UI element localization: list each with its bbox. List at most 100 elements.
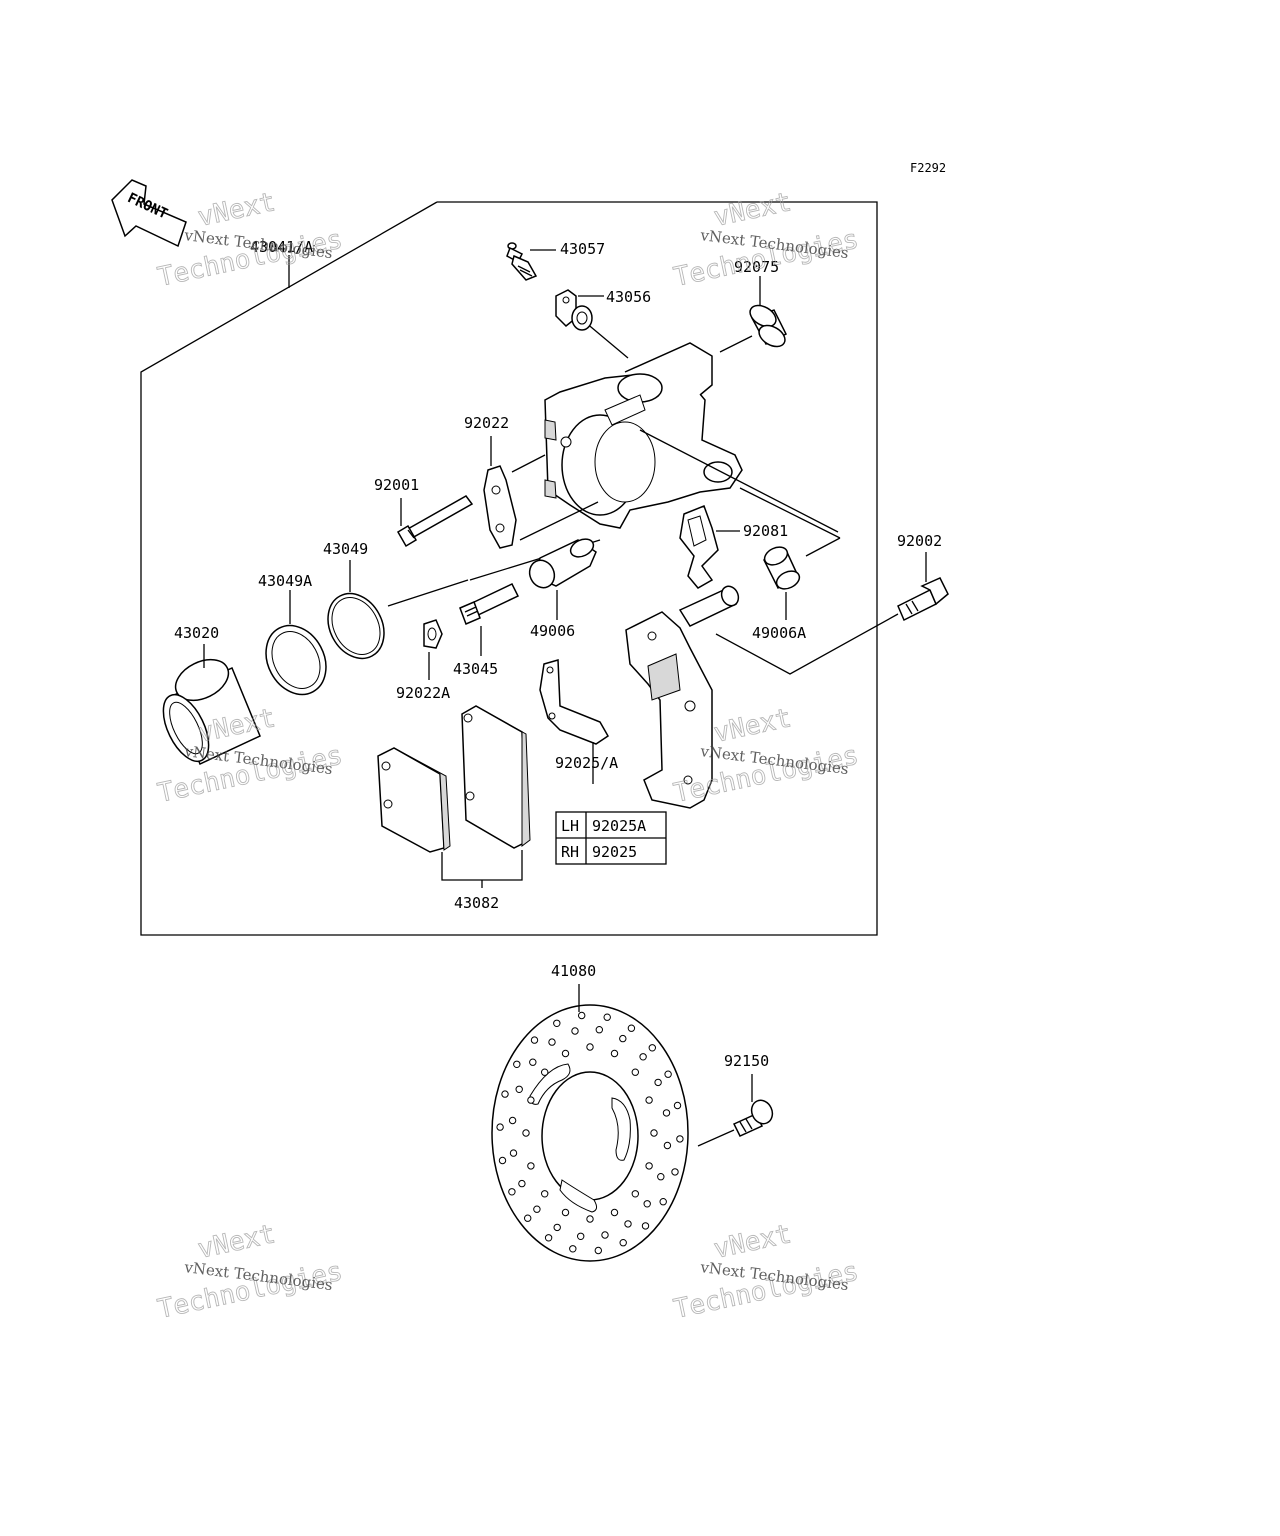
disc-hole	[645, 1162, 653, 1170]
disc-hole	[663, 1141, 672, 1150]
disc-hole	[645, 1096, 653, 1104]
disc-hole	[594, 1246, 602, 1255]
side-table-lh-part: 92025A	[592, 817, 646, 835]
svg-text:vNext: vNext	[195, 187, 278, 233]
leader-pads-bracket	[441, 850, 523, 881]
mount-bolt	[897, 577, 949, 622]
disc-hole	[601, 1231, 609, 1239]
bleed-cap	[555, 289, 593, 331]
side-table: LH 92025A RH 92025	[555, 811, 667, 865]
disc-hole	[641, 1222, 650, 1230]
disc-bolt	[732, 1099, 774, 1137]
piston	[162, 658, 261, 766]
disc-hole	[509, 1149, 518, 1157]
disc-hole	[643, 1200, 651, 1208]
disc-hole	[541, 1190, 549, 1198]
caliper-bracket	[625, 585, 740, 809]
disc-hole	[548, 1038, 556, 1046]
disc-hole	[610, 1049, 619, 1058]
clip	[423, 619, 443, 649]
label-anti-rattle-spring: 92081	[743, 522, 788, 540]
svg-text:vNext: vNext	[195, 1219, 278, 1265]
label-dust-seal: 43049A	[258, 572, 312, 590]
disc-hole	[631, 1068, 639, 1076]
disc-hole	[639, 1053, 647, 1061]
side-table-rh-part: 92025	[592, 843, 637, 861]
disc-hole	[586, 1043, 594, 1051]
brake-disc	[491, 1004, 689, 1262]
disc-hole	[522, 1129, 530, 1137]
boot-top	[749, 304, 788, 348]
disc-hole	[501, 1090, 509, 1098]
disc-hole	[595, 1026, 603, 1034]
leader-pad-spring-line	[511, 454, 546, 473]
pad-pin	[459, 583, 520, 625]
label-caliper-assy: 43041/A	[250, 238, 313, 256]
disc-hole	[654, 1078, 662, 1087]
label-bleed-cap: 43056	[606, 288, 651, 306]
label-pad-spring: 92022	[464, 414, 509, 432]
caliper-assembly-frame	[140, 201, 878, 936]
disc-hole	[561, 1208, 570, 1217]
side-table-lh-side: LH	[561, 817, 579, 835]
leader-pin-line	[519, 501, 599, 541]
watermark-top-left: vNext Technologies vNext Technologies	[155, 187, 346, 294]
disc-hole	[673, 1101, 682, 1110]
diagram-code: F2292	[910, 161, 946, 175]
disc-hole	[513, 1060, 521, 1069]
disc-cooling-holes	[496, 1011, 684, 1255]
leader-mount-bolt-assembly	[715, 613, 899, 675]
disc-hole	[518, 1179, 526, 1188]
front-arrow-icon: FRONT	[111, 179, 187, 248]
disc-hole	[676, 1135, 684, 1143]
bleed-valve	[506, 242, 538, 281]
leader-boot-top-line	[719, 335, 753, 353]
disc-hole	[533, 1205, 541, 1213]
pin-bolt	[396, 495, 474, 548]
disc-hole	[662, 1109, 671, 1117]
disc-hole	[624, 1220, 632, 1228]
disc-hole	[544, 1234, 553, 1242]
watermark-top-right: vNext Technologies vNext Technologies	[671, 187, 862, 294]
label-bleed-valve: 43057	[560, 240, 605, 258]
leader-seal-line	[387, 579, 469, 607]
label-piston: 43020	[174, 624, 219, 642]
label-mount-bolt: 92002	[897, 532, 942, 550]
disc-hole	[664, 1070, 672, 1078]
label-spring-plate: 92025/A	[555, 754, 618, 772]
slide-boot	[528, 538, 597, 589]
disc-hole	[569, 1245, 577, 1253]
label-boot-top: 92075	[734, 258, 779, 276]
caliper-body	[544, 342, 743, 529]
disc-hole	[524, 1214, 532, 1222]
disc-hole	[586, 1215, 594, 1223]
label-pad-pin: 43045	[453, 660, 498, 678]
disc-hole	[529, 1058, 537, 1066]
watermark-bottom-right: vNext Technologies vNext Technologies	[671, 1219, 862, 1326]
disc-hole	[578, 1011, 586, 1020]
label-pads: 43082	[454, 894, 499, 912]
leader-slide-line-a	[739, 487, 841, 539]
disc-hole	[627, 1024, 636, 1032]
leader-bleed-line	[584, 321, 629, 359]
dust-seal	[265, 624, 327, 696]
label-disc: 41080	[551, 962, 596, 980]
spring-plate	[539, 659, 609, 745]
label-piston-seal: 43049	[323, 540, 368, 558]
disc-hole	[571, 1027, 579, 1035]
svg-text:vNext: vNext	[711, 703, 794, 749]
disc-hole	[619, 1034, 627, 1043]
disc-hole	[659, 1198, 667, 1206]
disc-hole	[498, 1156, 507, 1165]
disc-hole	[577, 1232, 585, 1241]
disc-hole	[530, 1036, 539, 1044]
label-slide-boot: 49006	[530, 622, 575, 640]
side-table-rh-side: RH	[561, 843, 579, 861]
anti-rattle-spring	[679, 505, 719, 589]
svg-text:vNext: vNext	[711, 187, 794, 233]
disc-hole	[619, 1239, 627, 1247]
leader-slide-line-c	[639, 429, 839, 533]
label-disc-bolt: 92150	[724, 1052, 769, 1070]
label-pin-bolt: 92001	[374, 476, 419, 494]
